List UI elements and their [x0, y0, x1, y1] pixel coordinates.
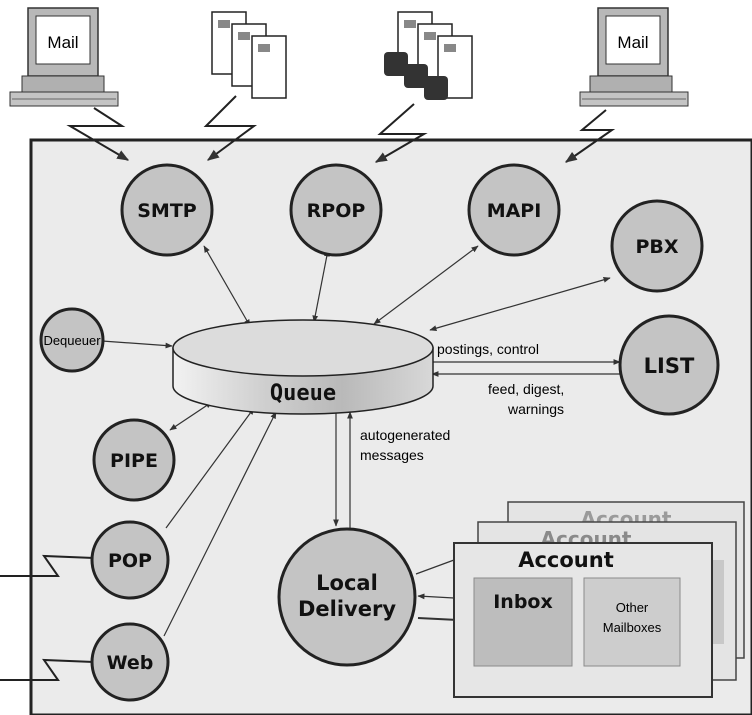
smtp-label: SMTP [137, 200, 197, 222]
inbox-box: Inbox [473, 577, 573, 667]
left-mail-computer-icon: Mail [9, 7, 119, 107]
account-title-front: Account [518, 548, 614, 572]
pbx-label: PBX [635, 236, 678, 258]
left-screen-label: Mail [47, 33, 78, 52]
messages-label: messages [360, 447, 424, 463]
pipe-node: PIPE [92, 418, 176, 502]
list-label: LIST [644, 354, 695, 378]
local-delivery-label-line2: Delivery [298, 597, 396, 621]
web-node: Web [90, 622, 170, 702]
rpop-label: RPOP [307, 200, 366, 222]
dequeuer-label: Dequeuer [43, 333, 101, 348]
right-screen-label: Mail [617, 33, 648, 52]
list-node: LIST [618, 314, 720, 416]
inbox-label: Inbox [493, 591, 553, 613]
account-card-front: Account Inbox Other Mailboxes [453, 542, 713, 698]
other-mailboxes-box: Other Mailboxes [583, 577, 681, 667]
local-delivery-label-line1: Local [316, 571, 378, 595]
mapi-label: MAPI [487, 200, 542, 222]
queue-cylinder: Queue [172, 319, 434, 415]
queue-label: Queue [270, 381, 336, 406]
local-delivery-node: Local Delivery [277, 527, 417, 667]
smtp-servers-icon [211, 11, 287, 99]
dequeuer-node: Dequeuer [39, 307, 105, 373]
warnings-label: warnings [507, 401, 564, 417]
network-links [0, 95, 616, 681]
autogenerated-label: autogenerated [360, 427, 450, 443]
pop-label: POP [108, 550, 152, 572]
web-label: Web [107, 652, 154, 674]
postings-control-label: postings, control [437, 341, 539, 357]
feed-digest-label: feed, digest, [488, 381, 564, 397]
rpop-node: RPOP [289, 163, 383, 257]
smtp-node: SMTP [120, 163, 214, 257]
pop-node: POP [90, 520, 170, 600]
right-mail-computer-icon: Mail [579, 7, 689, 107]
rpop-servers-icon [384, 11, 473, 100]
pbx-node: PBX [610, 199, 704, 293]
mailboxes-label: Mailboxes [603, 620, 662, 635]
mapi-node: MAPI [467, 163, 561, 257]
pipe-label: PIPE [110, 450, 158, 472]
other-label: Other [616, 600, 649, 615]
